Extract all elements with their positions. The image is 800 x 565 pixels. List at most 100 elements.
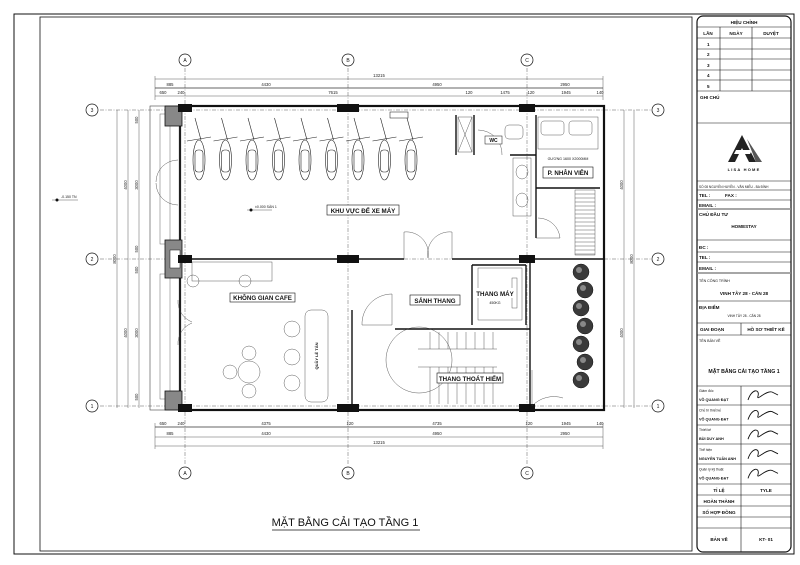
contract-label: SỐ HỢP ĐỒNG [702, 509, 736, 515]
revision-col: NGÀY [729, 30, 742, 36]
room-label-cafe: KHÔNG GIAN CAFE [233, 294, 292, 302]
motorbike-icon [292, 117, 318, 181]
dim-bottom-axis: 2950 [560, 431, 570, 436]
dim-bottom-axis: 4950 [432, 431, 442, 436]
dim-top-detail: 650 [160, 90, 168, 95]
dim-top-detail: 140 [597, 90, 605, 95]
dimension-bottom [154, 423, 604, 449]
dim-bottom-detail: 120 [347, 421, 355, 426]
revision-row: 1 [707, 42, 710, 47]
owner-email-label: EMAIL : [699, 266, 716, 271]
scale-label: TỈ LỆ [713, 486, 724, 493]
stair-treads-staff [574, 189, 596, 256]
dim-bottom-detail: 4375 [261, 421, 271, 426]
wall-sign [389, 111, 409, 119]
dim-left-detail: 500 [134, 116, 139, 124]
revision-row: 3 [707, 63, 710, 68]
dim-top-detail: 1945 [561, 90, 571, 95]
motorbike-icon [398, 117, 424, 181]
owner-tel-label: TEL : [699, 255, 711, 260]
svg-text:B: B [346, 58, 350, 64]
plant-icon [572, 335, 590, 353]
plant-icon [576, 281, 594, 299]
phase-label: GIAI ĐOẠN [700, 327, 725, 332]
grid-bubble-2-left: 2 [85, 252, 99, 266]
location-label: ĐỊA ĐIỂM [699, 304, 720, 310]
project-label: TÊN CÔNG TRÌNH [699, 278, 730, 283]
room-label-parking: KHU VỰC ĐỂ XE MÁY [331, 208, 396, 215]
level-marker-inside: ±0.000 SÀN 1 [247, 205, 277, 212]
project-name: VINH TÂY 28 - CĂN 28 [720, 290, 769, 296]
title-block: HIỆU CHỈNH LẦN NGÀY DUYỆT 1 2 3 4 5 GHI … [696, 15, 792, 553]
room-label-elevator: THANG MÁY [476, 291, 514, 298]
dim-bottom-detail: 1945 [561, 421, 571, 426]
dimension-top [154, 76, 604, 100]
dim-top-detail: 7615 [328, 90, 338, 95]
company-name: LISA HOME [728, 167, 761, 172]
motorbike-icon [345, 117, 371, 181]
parking-double-door [403, 231, 453, 259]
motorbike-group [186, 117, 424, 181]
grid-bubble-C-bottom: C [520, 466, 534, 480]
dim-bottom-detail: 650 [160, 421, 168, 426]
drawing-title: MẶT BẰNG CẢI TẠO TẦNG 1 [272, 516, 419, 529]
svg-text:2: 2 [657, 257, 660, 263]
grid-bubble-3-right: 3 [651, 103, 665, 117]
signature-mark [747, 410, 779, 420]
washbasins [512, 157, 532, 217]
dim-top-total: 13215 [373, 73, 385, 78]
dim-top-detail: 240 [178, 90, 186, 95]
sheet-number: KT- 01 [759, 537, 773, 542]
dim-bottom-detail: 240 [178, 421, 186, 426]
motorbike-icon [266, 117, 291, 181]
phase-value: HỒ SƠ THIẾT KẾ [747, 326, 784, 332]
grid-bubble-A-bottom: A [178, 466, 192, 480]
dim-bottom-total: 13215 [373, 440, 385, 445]
dim-top-axis: 4430 [261, 82, 271, 87]
signatory-name: VÕ QUANG ĐẠT [699, 417, 729, 422]
dim-right-total: 8000 [629, 254, 634, 264]
dim-left-detail: 3000 [134, 180, 139, 190]
motorbike-icon [186, 117, 212, 181]
dim-top-detail: 120 [466, 90, 474, 95]
motorbike-icon [372, 117, 397, 181]
revision-header: HIỆU CHỈNH [731, 18, 758, 25]
plant-icon [572, 263, 590, 281]
dim-bottom-axis: 4430 [261, 431, 271, 436]
dim-top-detail: 120 [528, 90, 536, 95]
signature-mark [747, 429, 779, 440]
revision-row: 4 [707, 73, 710, 78]
dim-top-detail: 1475 [500, 90, 510, 95]
sheet-label: BẢN VẼ [710, 536, 727, 542]
signature-mark [747, 449, 779, 459]
owner-name: HOMESTAY [731, 224, 756, 229]
plant-icon [576, 317, 594, 335]
revision-col: LẦN [703, 30, 713, 36]
interior-walls [180, 115, 604, 410]
dim-right-axis: 4000 [619, 328, 624, 338]
grid-bubble-A-top: A [178, 53, 192, 67]
svg-text:-0.150 TN: -0.150 TN [61, 195, 77, 199]
dim-left-axis: 4000 [123, 180, 128, 190]
staff-room [537, 116, 599, 150]
entry-doors-left [155, 159, 193, 346]
revision-row: 5 [707, 84, 710, 89]
elevator-load: 450KG [489, 301, 500, 305]
owner-label: CHỦ ĐẦU TƯ [699, 211, 728, 217]
mirror-note: GƯƠNG 1600 X2000MM [548, 157, 589, 161]
owner-address-label: ĐC : [699, 245, 709, 250]
svg-text:C: C [525, 58, 529, 64]
company-logo: LISA HOME [728, 135, 762, 172]
dim-left-detail: 3000 [134, 328, 139, 338]
drawing-frame [39, 16, 693, 552]
grid-bubble-1-right: 1 [651, 399, 665, 413]
completion-label: HOÀN THÀNH [704, 498, 736, 504]
room-label-box [484, 135, 503, 145]
svg-text:A: A [183, 471, 187, 477]
notes-label: GHI CHÚ [700, 94, 720, 100]
signatory-name: VÕ QUANG ĐẠT [699, 397, 729, 402]
